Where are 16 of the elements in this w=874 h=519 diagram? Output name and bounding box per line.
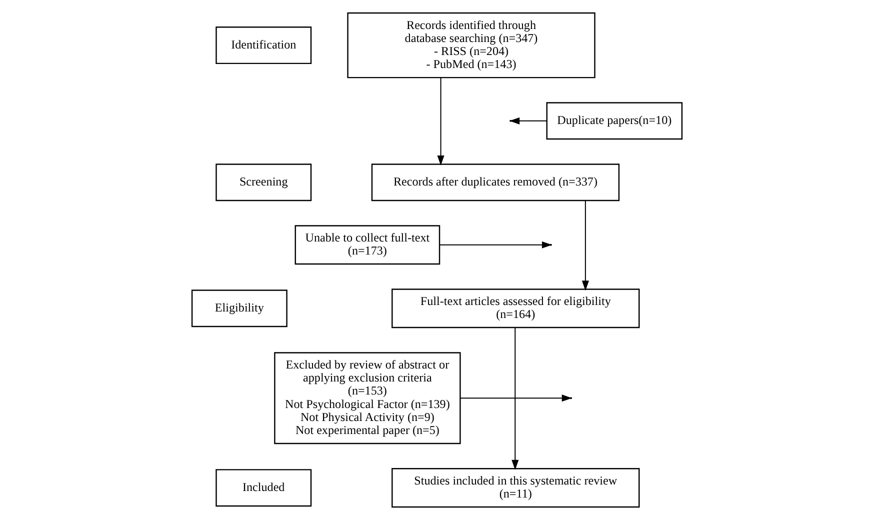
arrow	[460, 394, 572, 402]
node-box: Duplicate papers(n=10)	[546, 102, 683, 140]
node-box: Unable to collect full-text (n=173)	[294, 224, 440, 264]
node-box: Identification	[216, 26, 312, 64]
arrow	[512, 327, 519, 470]
node-box: Full-text articles assessed for eligibility (n=164)	[392, 288, 640, 328]
node-box: Included	[216, 468, 312, 506]
node-box: Screening	[216, 163, 312, 201]
node-box: Excluded by review of abstract or applying exclusion criteria (n=153) Not Psychological Factor (n=139) Not Physical Activity (n=9) Not experimental paper (n=5)	[274, 352, 461, 444]
arrow	[509, 116, 547, 124]
arrow	[437, 77, 444, 166]
node-box: Records identified through database searching (n=347) - RISS (n=204) - PubMed (n=143)	[347, 12, 596, 78]
node-box: Records after duplicates removed (n=337)	[371, 163, 620, 201]
node-box: Eligibility	[191, 289, 288, 327]
node-box: Studies included in this systematic review (n=11)	[392, 468, 640, 508]
arrow	[582, 200, 589, 290]
